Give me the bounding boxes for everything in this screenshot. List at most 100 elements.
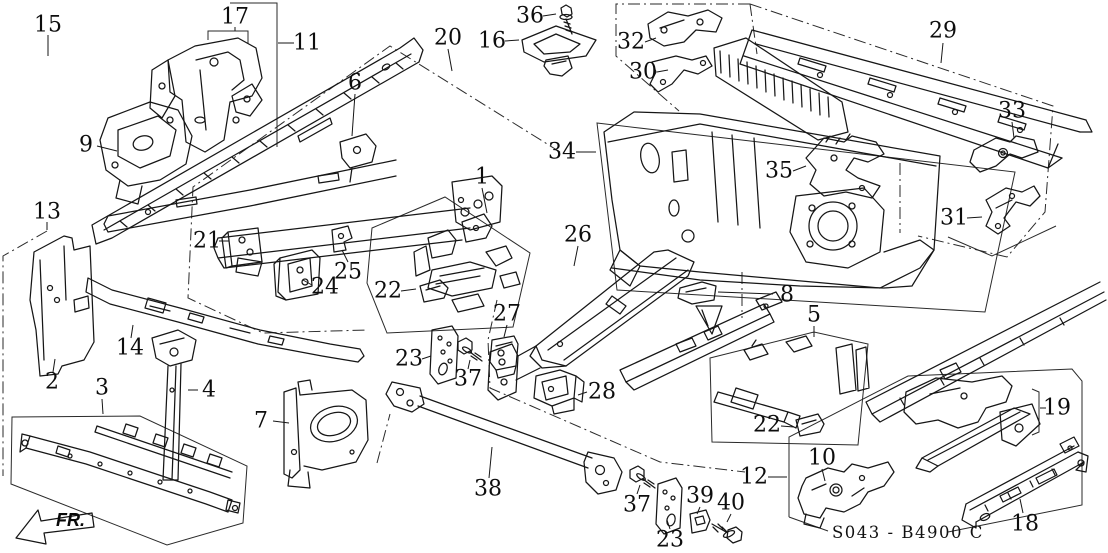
part-35 <box>805 133 885 199</box>
callout-5: 5 <box>807 303 821 337</box>
callout-1: 1 <box>475 165 489 214</box>
callout-leader-line <box>644 37 657 43</box>
callout-26: 26 <box>564 223 592 267</box>
part-24 <box>273 249 321 301</box>
callout-leader-line <box>341 249 349 263</box>
callout-27: 27 <box>493 302 521 338</box>
part-number-label: 32 <box>617 30 645 55</box>
callout-leader-line <box>96 145 118 152</box>
part-39 <box>689 509 711 534</box>
part-number-label: 26 <box>564 223 592 248</box>
part-number-label: 37 <box>454 367 482 392</box>
callout-11: 11 <box>278 31 321 56</box>
callout-leader-line <box>577 391 588 396</box>
callout-leader-line <box>666 519 671 530</box>
callout-leader-line <box>821 468 826 482</box>
part-25 <box>331 225 353 253</box>
callout-10: 10 <box>808 446 836 482</box>
callout-31: 31 <box>940 206 983 231</box>
callout-23: 23 <box>395 347 432 372</box>
callout-22: 22 <box>374 279 417 304</box>
callout-leader-line <box>1019 498 1024 514</box>
part-16 <box>521 25 597 77</box>
callout-leader-line <box>351 93 356 137</box>
part-15 <box>91 37 424 245</box>
callout-14: 14 <box>116 324 144 361</box>
part-28 <box>533 369 585 415</box>
callout-19: 19 <box>1040 396 1071 421</box>
part-number-label: 6 <box>348 71 362 96</box>
part-4 <box>151 329 197 481</box>
callout-38: 38 <box>474 446 502 502</box>
part-34-dash-panel <box>603 111 941 289</box>
part-number-label: 34 <box>548 140 576 165</box>
zone-3-box <box>10 415 248 546</box>
callout-8: 8 <box>717 283 794 308</box>
part-number-label: 4 <box>202 378 216 403</box>
part-number-label: 13 <box>33 200 61 225</box>
callout-22: 22 <box>753 413 795 438</box>
part-29-cowl <box>713 29 1093 169</box>
zone-31-notch <box>947 225 1057 257</box>
callout-leader-line <box>467 359 471 370</box>
part-32 <box>647 9 723 47</box>
callout-23: 23 <box>656 519 684 553</box>
zone-26-boundary <box>487 299 746 473</box>
part-number-label: 22 <box>374 279 402 304</box>
part-number-label: 39 <box>686 484 714 509</box>
diagram-code: S043 - B4900 C <box>832 523 984 542</box>
part-number-label: 38 <box>474 477 502 502</box>
part-number-label: 21 <box>193 229 221 254</box>
callout-leader-line <box>1011 121 1015 139</box>
callout-leader-line <box>421 355 432 360</box>
part-number-label: 23 <box>395 347 423 372</box>
part-5-clips <box>713 335 870 429</box>
callout-25: 25 <box>334 249 362 285</box>
part-19-assembly <box>903 375 1041 473</box>
part-number-label: 37 <box>623 493 651 518</box>
callout-leader-line <box>488 446 493 479</box>
callout-30: 30 <box>629 60 669 85</box>
callout-leader-line <box>717 291 774 295</box>
fr-direction-label: FR. <box>56 510 85 530</box>
callout-leader-line <box>696 506 701 515</box>
zone-5-box <box>709 331 869 446</box>
callout-21: 21 <box>193 229 229 254</box>
part-number-label: 19 <box>1043 396 1071 421</box>
callout-36: 36 <box>516 4 557 29</box>
part-22-front <box>419 279 449 303</box>
callout-leader-line <box>130 324 134 339</box>
part-number-label: 10 <box>808 446 836 471</box>
part-number-label: 29 <box>929 19 957 44</box>
callout-24: 24 <box>302 275 339 300</box>
callout-leader-line <box>503 324 508 338</box>
part-number-label: 20 <box>434 26 462 51</box>
part-26-frame <box>487 249 695 401</box>
part-6-frame <box>103 133 503 277</box>
part-number-label: 23 <box>656 528 684 553</box>
part-number-label: 17 <box>221 5 249 30</box>
part-40-bolt <box>711 523 743 544</box>
callout-3: 3 <box>95 376 109 415</box>
zone-29-left-edge <box>749 3 758 55</box>
callout-37: 37 <box>454 359 482 392</box>
zone-outlines <box>2 2 1083 546</box>
callout-leader-line <box>302 279 313 286</box>
zone-17-bracket <box>207 30 249 44</box>
callout-leader-line <box>966 216 983 219</box>
part-7 <box>283 379 369 489</box>
part-10 <box>797 461 895 529</box>
zone-13-boundary <box>2 230 48 476</box>
part-9 <box>99 101 193 205</box>
part-number-label: 28 <box>588 380 616 405</box>
callout-leader-line <box>447 48 453 72</box>
callout-34: 34 <box>548 140 596 165</box>
callout-2: 2 <box>45 358 59 395</box>
part-number-label: 27 <box>493 302 521 327</box>
callout-leader-line <box>656 69 669 73</box>
part-23-left <box>429 325 459 385</box>
zone-32-30-boundary <box>615 3 750 112</box>
zone-12-box <box>788 368 1083 533</box>
part-rail-right-front <box>619 291 783 391</box>
